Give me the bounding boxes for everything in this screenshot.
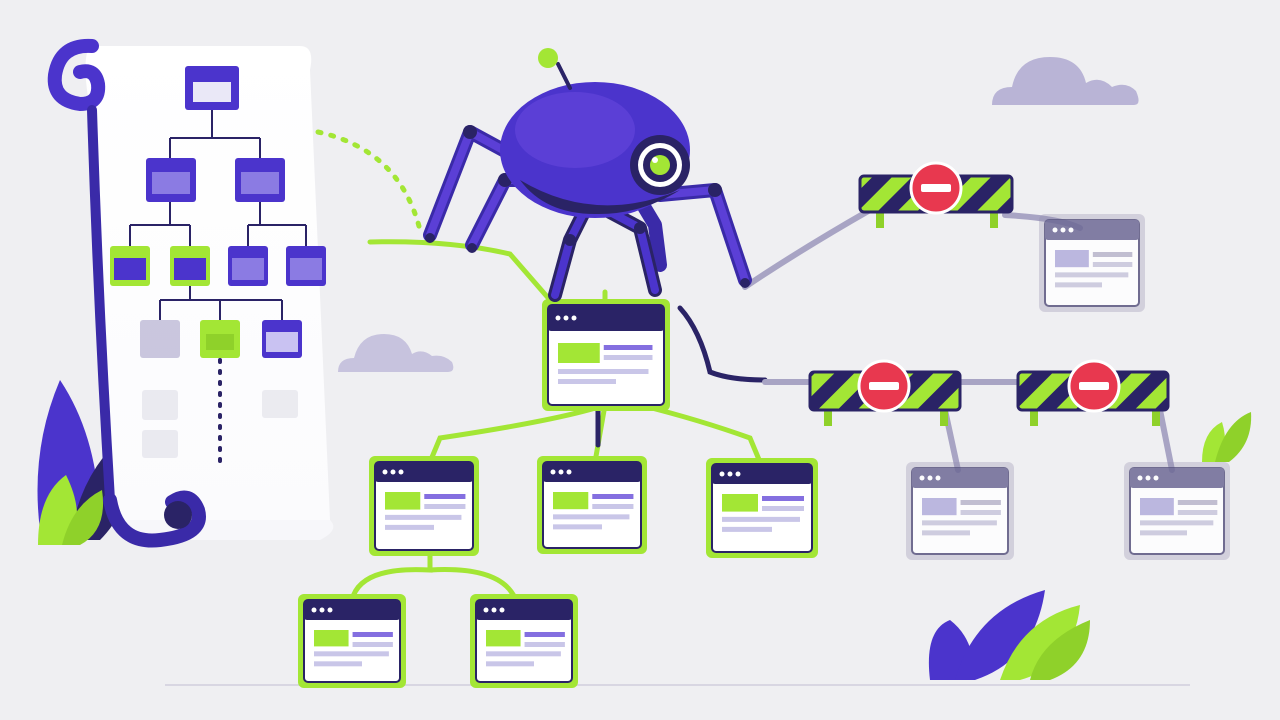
page-blocked-1 (1039, 214, 1145, 312)
robot-eye (630, 135, 690, 195)
barrier-middle-left (808, 359, 962, 426)
plant (928, 590, 1090, 680)
sitemap-node (185, 66, 239, 110)
sitemap-node (286, 246, 326, 286)
sitemap-node (170, 246, 210, 286)
no-entry-icon (909, 161, 963, 215)
cloud (992, 57, 1139, 105)
plant (1202, 412, 1252, 462)
sitemap-node (262, 320, 302, 358)
sitemap-node (140, 320, 180, 358)
sitemap-scroll (47, 38, 334, 548)
page-child-1 (369, 456, 479, 556)
sitemap-node (235, 158, 285, 202)
spider-robot (423, 48, 752, 302)
page-blocked-2 (906, 462, 1014, 560)
sitemap-node (146, 158, 196, 202)
barrier-middle-right (1016, 359, 1170, 426)
page-child-3 (706, 458, 818, 558)
no-entry-icon (1067, 359, 1121, 413)
page-grandchild-1 (298, 594, 406, 688)
page-root (542, 299, 670, 411)
cloud (338, 334, 454, 372)
page-grandchild-2 (470, 594, 578, 688)
page-blocked-3 (1124, 462, 1230, 560)
plant (37, 380, 132, 545)
sitemap-node (110, 246, 150, 286)
no-entry-icon (857, 359, 911, 413)
page-child-2 (537, 456, 647, 554)
barrier-top (858, 161, 1014, 228)
crawl-path-dots (315, 129, 423, 233)
sitemap-node (200, 320, 240, 358)
sitemap-node (228, 246, 268, 286)
